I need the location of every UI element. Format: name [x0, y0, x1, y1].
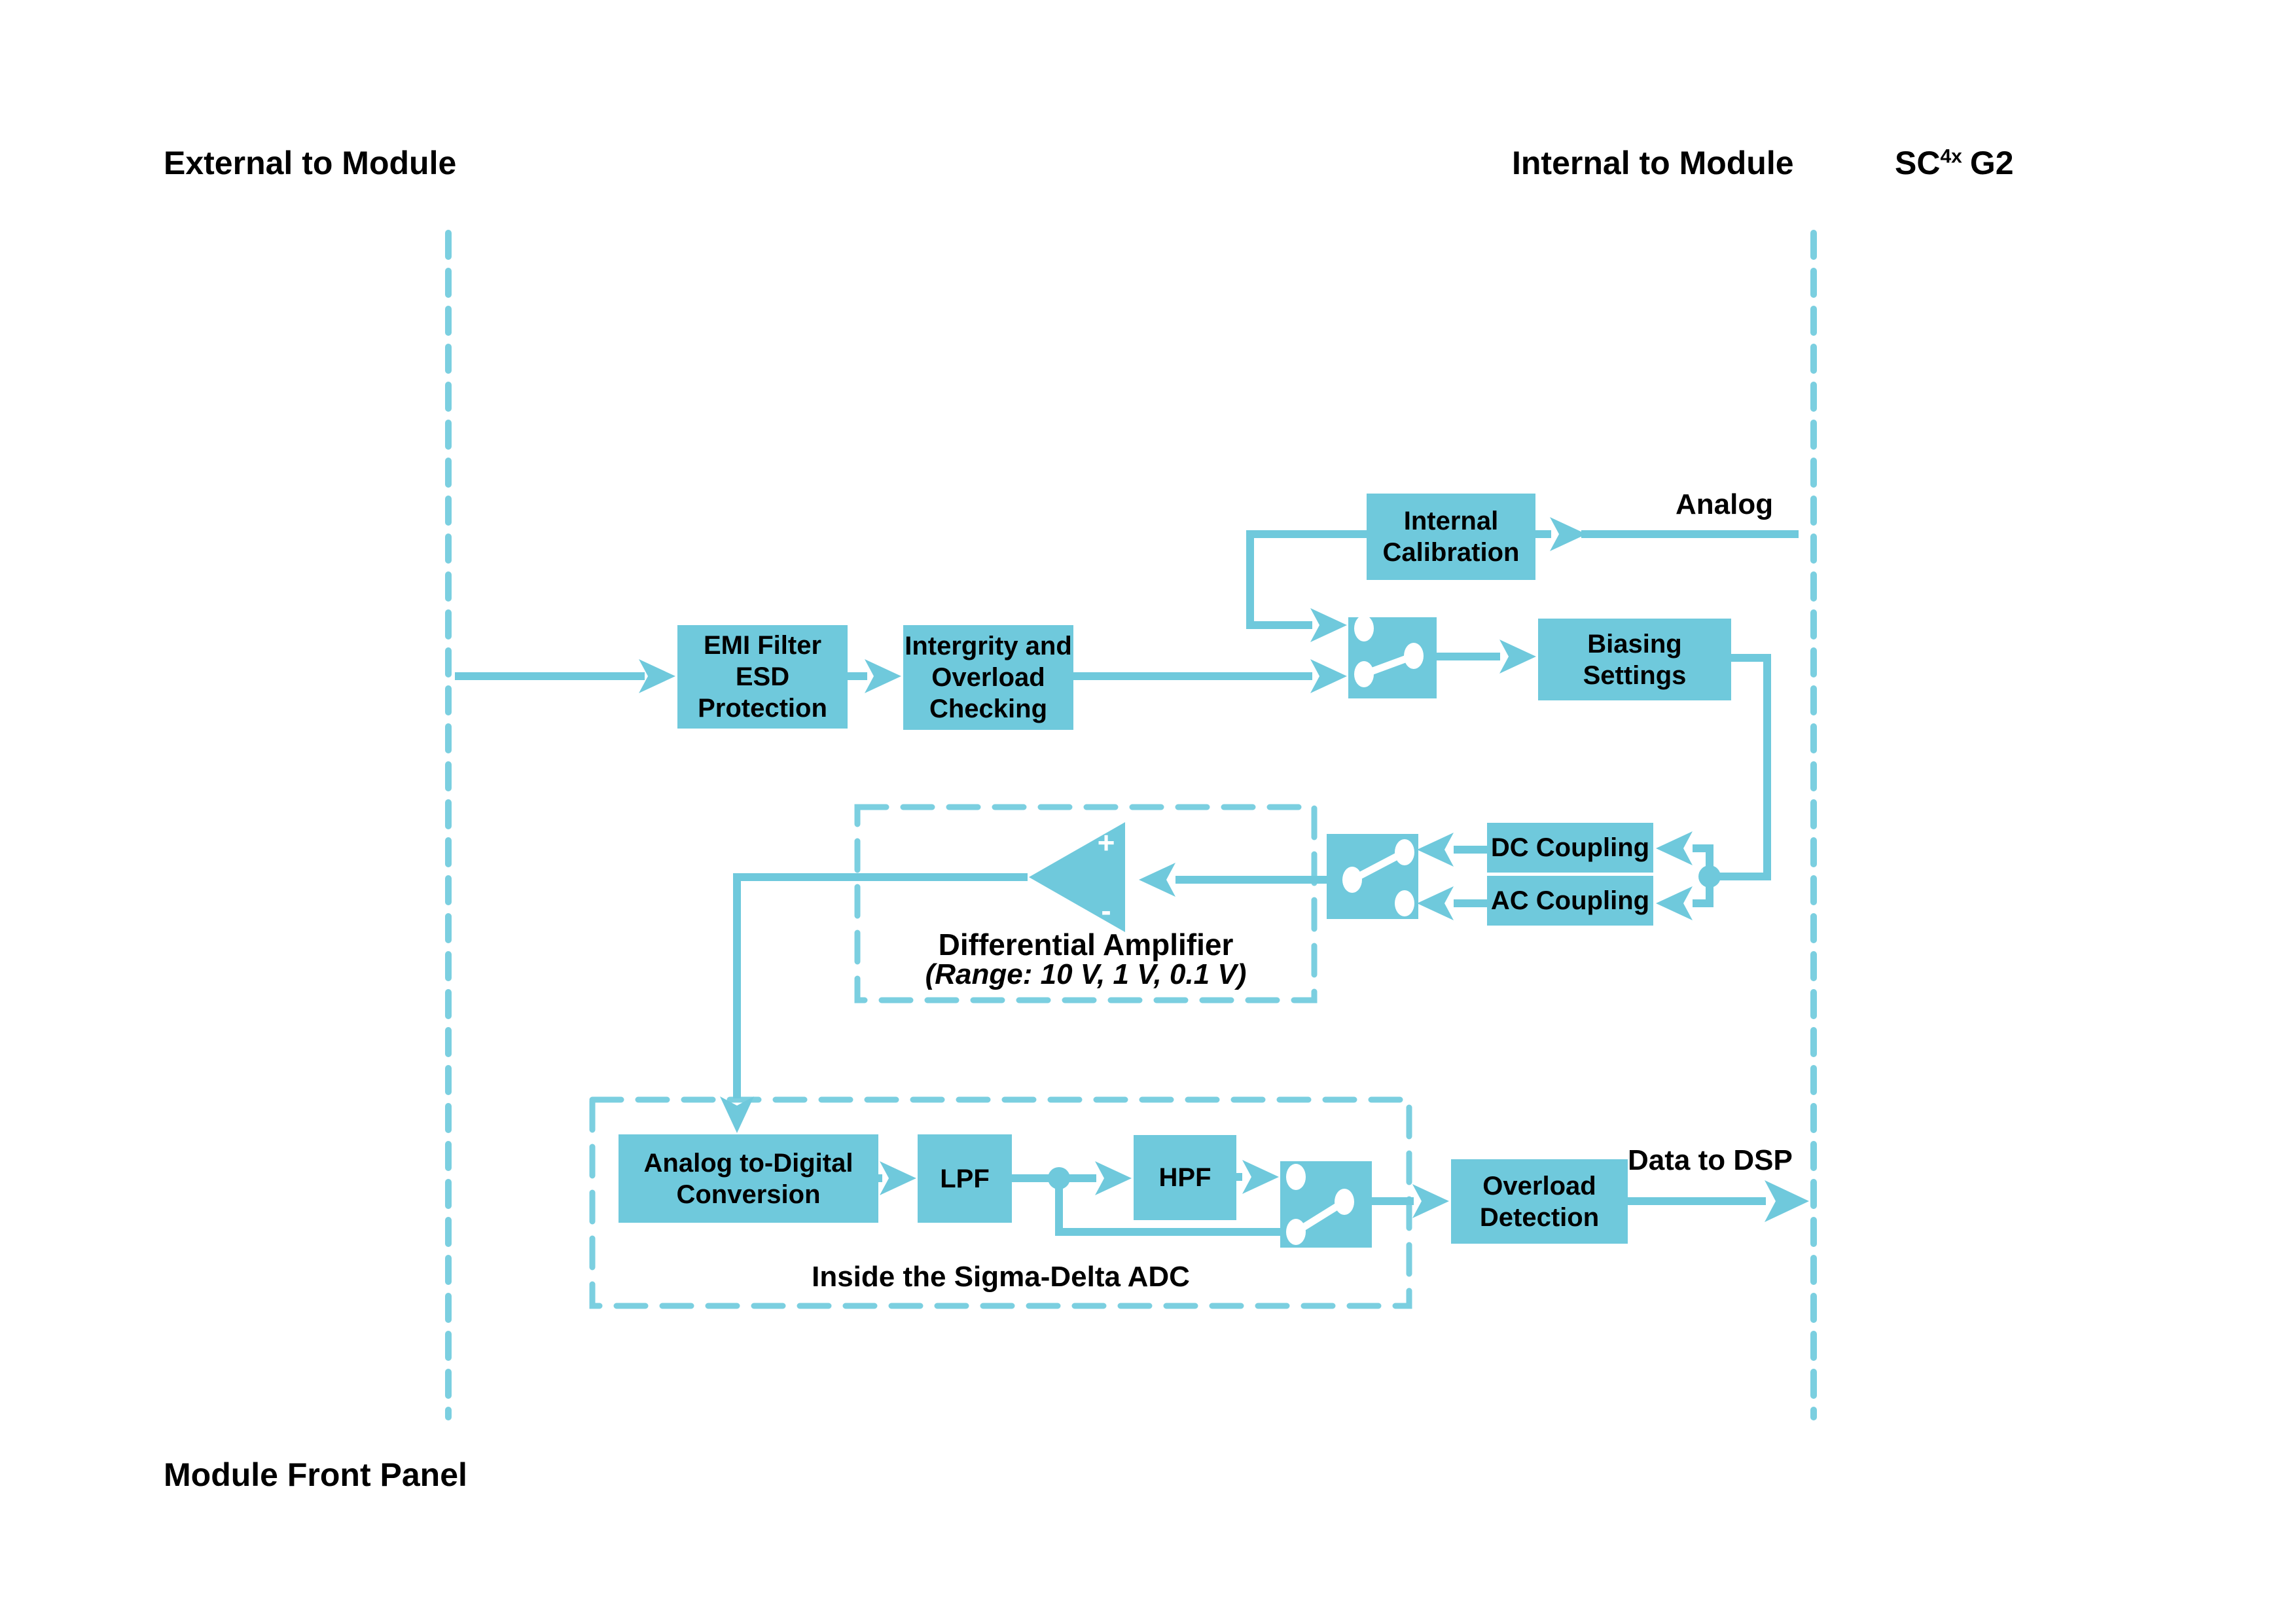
emi-filter-esd-protection-block: EMI Filter ESD Protection	[677, 625, 848, 729]
hpf-block: HPF	[1134, 1135, 1236, 1220]
arrow-into-biasing	[1499, 640, 1536, 674]
block-label-line: ESD	[735, 662, 790, 691]
analog-wire-label: Analog	[1676, 488, 1774, 520]
differential-amplifier-group-box	[854, 804, 1318, 1003]
calibration-feed-wire	[1246, 530, 1367, 629]
arrow-into-a2d	[720, 1096, 754, 1133]
opamp-to-adc-wire	[733, 873, 1028, 1098]
junction-to-dc-wire	[1693, 844, 1713, 876]
block-label-line: Protection	[698, 694, 827, 723]
switch-port-out	[1342, 867, 1362, 893]
arrow-into-lpf	[880, 1161, 916, 1195]
block-label-line: Calibration	[1382, 538, 1520, 567]
ac-coupling-block: AC Coupling	[1487, 876, 1653, 926]
switch-port-top	[1354, 615, 1374, 641]
arrow-into-coupling-switch-bottom	[1417, 886, 1454, 920]
data-to-dsp-label: Data to DSP	[1628, 1144, 1793, 1176]
overload-detection-block: Overload Detection	[1451, 1159, 1628, 1244]
arrow-into-hpf	[1095, 1161, 1132, 1195]
switch-port-out	[1335, 1189, 1354, 1215]
block-label-line: Overload	[1482, 1171, 1596, 1200]
block-label-line: Analog to-Digital	[643, 1148, 853, 1178]
arrow-into-emi	[639, 659, 675, 693]
biasing-settings-block: Biasing Settings	[1538, 619, 1731, 700]
dc-coupling-block: DC Coupling	[1487, 823, 1653, 873]
arrow-into-coupling-switch-top	[1417, 833, 1454, 867]
block-label-line: DC Coupling	[1490, 833, 1650, 862]
arrow-data-to-dsp	[1765, 1180, 1809, 1222]
block-label-line: Conversion	[676, 1180, 821, 1209]
block-label-line: Detection	[1479, 1202, 1600, 1232]
hpf-bypass-wire	[1055, 1178, 1295, 1236]
block-label-line: EMI Filter	[703, 631, 822, 660]
arrow-into-cal-switch-bottom	[1310, 659, 1347, 693]
arrow-into-ac-coupling	[1656, 886, 1693, 920]
integrity-overload-checking-block: Intergrity and Overload Checking	[903, 625, 1073, 730]
calibration-select-switch	[1348, 615, 1437, 698]
switch-port-out	[1404, 643, 1424, 669]
block-label-line: Biasing	[1587, 629, 1682, 659]
arrow-into-dc-coupling	[1656, 831, 1693, 865]
differential-amplifier-title: Differential Amplifier	[938, 928, 1234, 962]
module-front-panel-label: Module Front Panel	[164, 1456, 467, 1493]
biasing-to-coupling-wire	[1720, 654, 1771, 880]
internal-to-module-label: Internal to Module	[1512, 145, 1794, 181]
arrow-into-cal-switch-top	[1310, 608, 1347, 642]
junction-to-ac-wire	[1693, 876, 1713, 907]
filter-select-switch	[1280, 1161, 1372, 1248]
analog-to-digital-conversion-block: Analog to-Digital Conversion	[619, 1134, 878, 1223]
arrow-analog-out	[1550, 517, 1587, 551]
differential-amplifier-range: (Range: 10 V, 1 V, 0.1 V)	[925, 958, 1247, 990]
block-label-line: AC Coupling	[1490, 886, 1650, 915]
coupling-select-switch	[1327, 834, 1418, 919]
lpf-block: LPF	[918, 1134, 1012, 1223]
product-superscript: 4x	[1940, 145, 1962, 168]
switch-port-bottom	[1395, 890, 1414, 916]
block-label-line: Checking	[929, 695, 1048, 723]
switch-port-top	[1286, 1164, 1306, 1190]
opamp-plus-sign: +	[1097, 825, 1115, 859]
sigma-delta-adc-caption: Inside the Sigma-Delta ADC	[812, 1261, 1190, 1293]
arrow-into-filter-switch-top	[1242, 1160, 1279, 1194]
arrow-into-overload	[1412, 1184, 1449, 1218]
block-label-line: Overload	[931, 663, 1045, 692]
block-label-line: Intergrity and	[905, 632, 1072, 660]
block-label-line: HPF	[1158, 1163, 1211, 1192]
product-suffix: G2	[1969, 145, 2014, 181]
block-label-line: LPF	[940, 1164, 990, 1193]
block-label-line: Internal	[1403, 507, 1499, 535]
opamp-minus-sign: -	[1101, 893, 1111, 928]
opamp-triangle-icon	[1029, 822, 1125, 932]
product-name-label: SC4x G2	[1895, 144, 2014, 182]
internal-calibration-block: Internal Calibration	[1367, 494, 1535, 580]
product-base: SC	[1895, 145, 1941, 181]
arrow-into-opamp	[1139, 863, 1175, 897]
block-label-line: Settings	[1583, 660, 1687, 690]
external-to-module-label: External to Module	[164, 145, 457, 181]
arrow-into-integrity	[865, 659, 901, 693]
